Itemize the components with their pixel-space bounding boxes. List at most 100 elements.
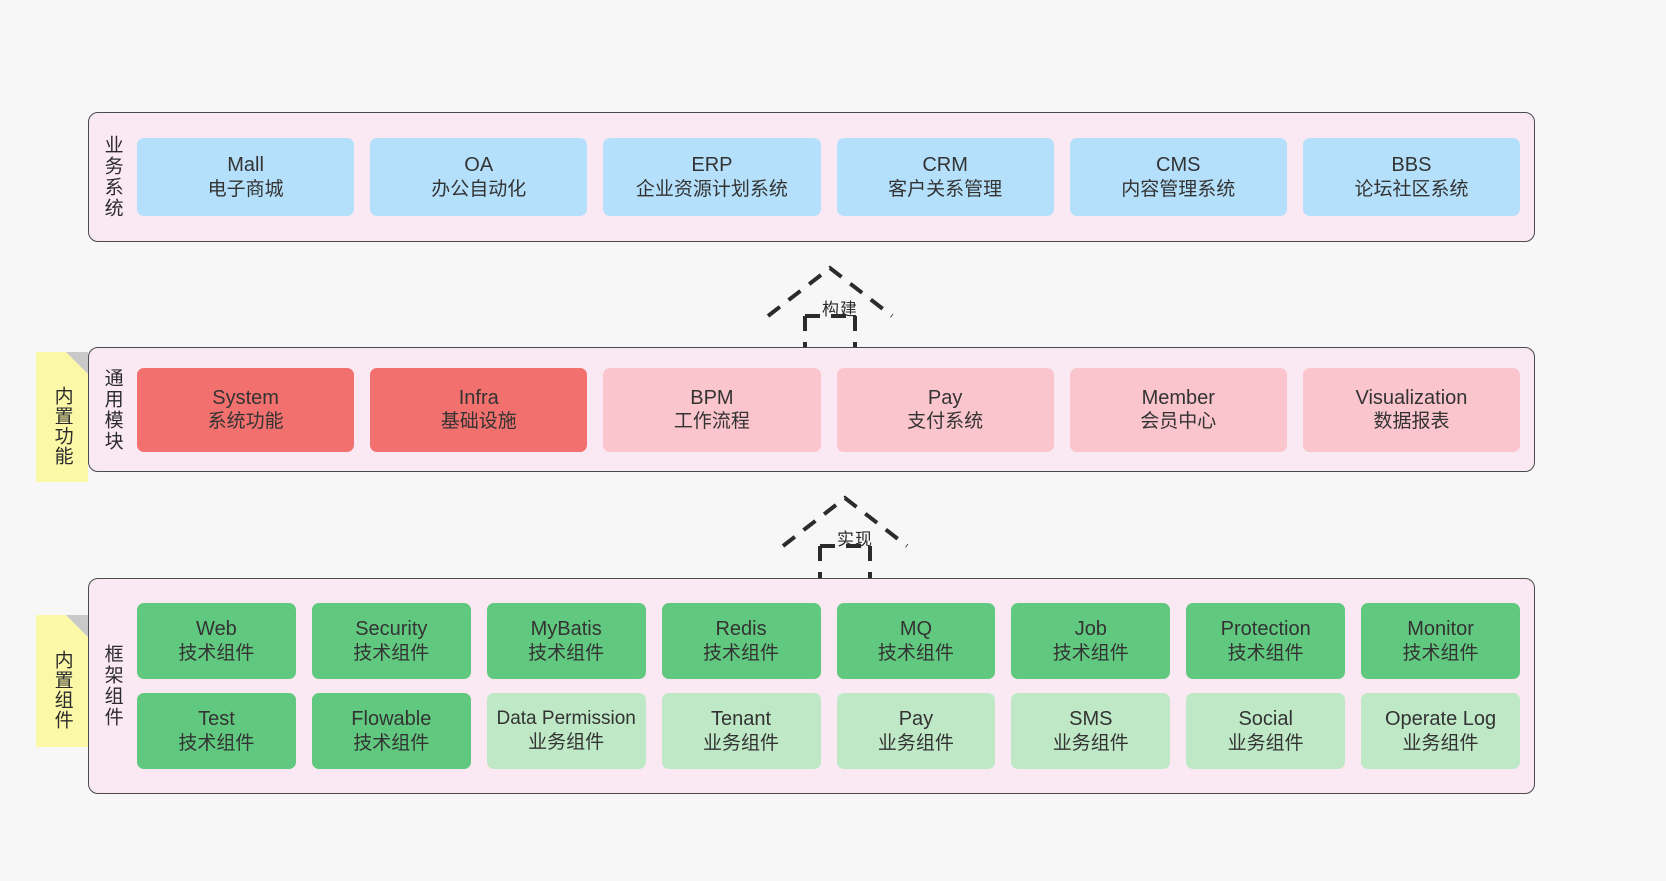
card-subtitle: 业务组件 [1227,732,1304,754]
card-subtitle: 业务组件 [1052,732,1129,754]
card-subtitle: 办公自动化 [431,178,527,200]
common-modules-row: System 系统功能 Infra 基础设施 BPM 工作流程 Pay 支付系统… [137,367,1521,452]
card-title: SMS [1069,708,1113,731]
card-subtitle: 技术组件 [1402,642,1479,664]
card-social[interactable]: Social 业务组件 [1186,693,1346,769]
card-subtitle: 技术组件 [353,732,430,754]
card-title: Flowable [351,708,432,731]
card-oa[interactable]: OA 办公自动化 [370,138,588,216]
card-title: Pay [927,386,963,409]
card-redis[interactable]: Redis 技术组件 [661,603,821,679]
card-data-permission[interactable]: Data Permission 业务组件 [486,693,646,769]
card-tenant[interactable]: Tenant 业务组件 [661,693,821,769]
card-title: Mall [227,154,264,177]
card-web[interactable]: Web 技术组件 [137,603,296,679]
layer-title-common: 通用模块 [101,367,123,452]
card-member[interactable]: Member 会员中心 [1069,367,1287,452]
card-subtitle: 业务组件 [703,732,780,754]
card-bbs[interactable]: BBS 论坛社区系统 [1302,138,1521,216]
card-subtitle: 基础设施 [440,411,517,433]
note-builtin-features: 内置功能 [36,352,88,482]
layer-body-business: Mall 电子商城 OA 办公自动化 ERP 企业资源计划系统 CRM 客户关系… [135,113,1534,241]
card-subtitle: 企业资源计划系统 [635,178,788,200]
card-title: System [212,386,279,409]
card-security[interactable]: Security 技术组件 [311,603,471,679]
note-label: 内置功能 [51,386,73,466]
card-system[interactable]: System 系统功能 [137,367,355,452]
card-subtitle: 技术组件 [353,642,430,664]
card-mybatis[interactable]: MyBatis 技术组件 [486,603,646,679]
card-title: Protection [1220,618,1311,641]
business-systems-row: Mall 电子商城 OA 办公自动化 ERP 企业资源计划系统 CRM 客户关系… [137,138,1521,216]
card-erp[interactable]: ERP 企业资源计划系统 [603,138,821,216]
layer-framework-components: 框架组件 Web 技术组件 Security 技术组件 MyBatis 技术组件… [88,578,1535,794]
card-subtitle: 技术组件 [178,642,255,664]
card-subtitle: 内容管理系统 [1121,178,1236,200]
card-infra[interactable]: Infra 基础设施 [370,367,588,452]
card-subtitle: 技术组件 [178,732,255,754]
card-protection[interactable]: Protection 技术组件 [1186,603,1346,679]
card-title: Test [198,708,235,731]
card-subtitle: 技术组件 [528,642,605,664]
card-title: ERP [691,154,733,177]
card-title: Member [1141,386,1215,409]
layer-title-business: 业务系统 [101,135,123,219]
card-subtitle: 论坛社区系统 [1354,178,1469,200]
arrow-implement-label: 实现 [837,530,873,549]
card-title: MQ [899,618,933,641]
note-builtin-components: 内置组件 [36,615,88,747]
card-subtitle: 工作流程 [673,411,750,433]
card-cms[interactable]: CMS 内容管理系统 [1069,138,1287,216]
card-mq[interactable]: MQ 技术组件 [836,603,996,679]
card-pay-component[interactable]: Pay 业务组件 [836,693,996,769]
card-title: Social [1238,708,1293,731]
card-subtitle: 电子商城 [207,178,284,200]
card-title: Redis [715,618,767,641]
note-fold-corner-icon [66,352,88,374]
card-title: BPM [690,386,734,409]
card-subtitle: 技术组件 [703,642,780,664]
card-title: Pay [898,708,934,731]
card-monitor[interactable]: Monitor 技术组件 [1361,603,1520,679]
layer-body-framework: Web 技术组件 Security 技术组件 MyBatis 技术组件 Redi… [135,579,1534,793]
card-subtitle: 技术组件 [1052,642,1129,664]
framework-tech-row: Web 技术组件 Security 技术组件 MyBatis 技术组件 Redi… [137,603,1520,679]
card-subtitle: 会员中心 [1140,411,1217,433]
card-flowable[interactable]: Flowable 技术组件 [311,693,471,769]
card-subtitle: 支付系统 [907,411,984,433]
card-job[interactable]: Job 技术组件 [1011,603,1171,679]
card-subtitle: 系统功能 [207,411,284,433]
card-subtitle: 数据报表 [1373,411,1450,433]
framework-business-row: Test 技术组件 Flowable 技术组件 Data Permission … [137,693,1520,769]
arrow-build-label: 构建 [822,300,858,319]
card-title: Infra [458,386,499,409]
card-title: Security [355,618,428,641]
card-subtitle: 业务组件 [528,731,605,753]
layer-title-framework: 框架组件 [101,644,123,728]
card-title: Tenant [711,708,772,731]
card-title: Visualization [1355,386,1468,409]
card-title: CMS [1156,154,1201,177]
card-subtitle: 客户关系管理 [888,178,1003,200]
note-fold-corner-icon [66,615,88,637]
layer-body-common: System 系统功能 Infra 基础设施 BPM 工作流程 Pay 支付系统… [135,348,1534,471]
card-test[interactable]: Test 技术组件 [137,693,296,769]
layer-common-modules: 通用模块 System 系统功能 Infra 基础设施 BPM 工作流程 Pay… [88,347,1535,472]
card-subtitle: 技术组件 [877,642,954,664]
card-crm[interactable]: CRM 客户关系管理 [836,138,1054,216]
card-title: MyBatis [530,618,602,641]
card-sms[interactable]: SMS 业务组件 [1011,693,1171,769]
card-title: Operate Log [1384,708,1497,731]
card-title: CRM [922,154,968,177]
card-title: Data Permission [496,708,636,730]
card-mall[interactable]: Mall 电子商城 [137,138,355,216]
layer-business-systems: 业务系统 Mall 电子商城 OA 办公自动化 ERP 企业资源计划系统 CRM… [88,112,1535,242]
card-subtitle: 业务组件 [1402,732,1479,754]
card-bpm[interactable]: BPM 工作流程 [603,367,821,452]
arrow-implement: 实现 [775,488,935,584]
card-visualization[interactable]: Visualization 数据报表 [1302,367,1521,452]
card-pay-module[interactable]: Pay 支付系统 [836,367,1054,452]
arrow-build: 构建 [760,258,920,354]
card-operate-log[interactable]: Operate Log 业务组件 [1361,693,1520,769]
